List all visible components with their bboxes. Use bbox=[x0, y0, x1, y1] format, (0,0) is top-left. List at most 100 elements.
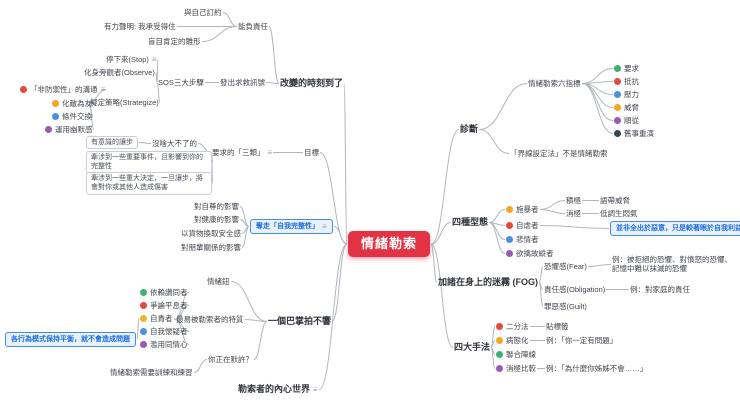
node-blackmail-needs-training[interactable]: 情緒勒索需要訓練和練習 bbox=[110, 368, 193, 377]
node-obligation[interactable]: 責任感(Obligation) bbox=[544, 285, 605, 294]
node-label: 罪惡感(Guilt) bbox=[544, 302, 587, 311]
node-label: 舊事重演 bbox=[624, 129, 654, 138]
node-six-indicators[interactable]: 情緒勒索六指標 bbox=[528, 79, 581, 88]
node-pathologizing-example[interactable]: 例：「你一定有問題」 bbox=[546, 336, 617, 345]
node-impact-peer-relations[interactable]: 對朋輩關係的影響 bbox=[181, 243, 241, 252]
node-sos-steps[interactable]: SOS三大步驟 bbox=[158, 78, 204, 87]
node-pressure[interactable]: 壓力 bbox=[614, 90, 639, 99]
node-demand[interactable]: 要求 bbox=[614, 64, 639, 73]
node-label: 條件交換 bbox=[62, 112, 92, 121]
node-label: 例：「為什麼你姊姊不會……」 bbox=[546, 364, 648, 373]
node-label: 自責者 bbox=[150, 314, 173, 323]
node-goal[interactable]: 目標 bbox=[304, 148, 319, 157]
node-approval-dependent[interactable]: 依賴讚同者 bbox=[140, 288, 188, 297]
node-power-statement[interactable]: 有力聲明: 我承受得住 bbox=[104, 22, 176, 31]
node-repetition[interactable]: 舊事重演 bbox=[614, 129, 654, 138]
priority-dot-icon bbox=[496, 323, 503, 331]
node-label: 恐懼感(Fear) bbox=[544, 262, 587, 271]
priority-dot-icon bbox=[20, 86, 27, 94]
node-label: 二分法 bbox=[506, 322, 529, 331]
node-take-responsibility[interactable]: 能負責任 bbox=[238, 22, 268, 31]
node-label: 情緒鈕 bbox=[207, 277, 230, 286]
node-label: 要求 bbox=[624, 64, 639, 73]
node-silent-sulking[interactable]: 低調生悶氣 bbox=[600, 209, 638, 218]
node-self-contract[interactable]: 與自己訂約 bbox=[184, 8, 222, 17]
node-three-demand-types[interactable]: 要求的「三類」≡ bbox=[212, 148, 272, 157]
node-trade-for-safety[interactable]: 以貨物換取安全感 bbox=[181, 229, 241, 238]
node-sos-signal[interactable]: 發出求救訊號 bbox=[220, 78, 265, 87]
node-label: 運用幽默感 bbox=[55, 125, 93, 134]
node-fear-examples[interactable]: 例：被拒絕的恐懼、對憤怒的恐懼、記憶中難以抹滅的恐懼 bbox=[612, 255, 734, 274]
node-obligation-example[interactable]: 例：對家庭的責任 bbox=[630, 285, 690, 294]
node-boundary-not-blackmail[interactable]: 「界線設定法」不是情緒勒索 bbox=[510, 149, 608, 158]
node-use-humor[interactable]: 運用幽默感 bbox=[45, 125, 93, 134]
node-no-big-deal[interactable]: 沒啥大不了的 bbox=[152, 139, 197, 148]
node-diagnosis[interactable]: 診斷 bbox=[460, 124, 478, 135]
node-self-doubter[interactable]: 自我懷疑者 bbox=[140, 327, 188, 336]
node-alliance[interactable]: 聯合陣線 bbox=[496, 350, 536, 359]
node-are-you-permitting[interactable]: 你正在默許？ bbox=[208, 355, 253, 364]
node-label: 牽涉到一些重大決定，一旦讓步，將會對你或其他人造成傷害 bbox=[91, 175, 203, 192]
node-fear[interactable]: 恐懼感(Fear) bbox=[544, 262, 587, 271]
node-fog[interactable]: 加諸在身上的迷霧 (FOG) bbox=[438, 277, 538, 288]
node-punisher[interactable]: 施暴者 bbox=[506, 205, 539, 214]
node-victim-traits[interactable]: 最易被勒索者的特質 bbox=[176, 315, 244, 324]
node-non-defensive-communication[interactable]: 「非防禦性」的溝通≡ bbox=[20, 85, 105, 94]
node-label: 自虐者 bbox=[516, 221, 539, 230]
node-passive[interactable]: 消極 bbox=[566, 209, 581, 218]
node-labeling[interactable]: 貼標籤 bbox=[546, 322, 569, 331]
node-stop[interactable]: 停下來(Stop)≡ bbox=[106, 55, 157, 64]
node-takes-two[interactable]: 一個巴掌拍不響 bbox=[268, 316, 331, 327]
priority-dot-icon bbox=[140, 302, 147, 310]
node-emotional-button[interactable]: 情緒鈕 bbox=[207, 277, 230, 286]
node-center[interactable]: 情緒勒索 bbox=[348, 231, 431, 258]
node-compliance[interactable]: 順從 bbox=[614, 116, 639, 125]
node-label: 有意識的讓步 bbox=[91, 139, 133, 146]
node-active[interactable]: 積極 bbox=[566, 196, 581, 205]
node-four-tactics[interactable]: 四大手法 bbox=[454, 342, 490, 353]
node-four-types[interactable]: 四種型態 bbox=[452, 217, 488, 228]
node-resistance[interactable]: 抵抗 bbox=[614, 77, 639, 86]
node-observe[interactable]: 化身旁觀者(Observe) bbox=[84, 68, 155, 77]
node-label: 你正在默許？ bbox=[208, 355, 253, 364]
node-label: 自我懷疑者 bbox=[150, 327, 188, 336]
priority-dot-icon bbox=[45, 126, 52, 134]
node-self-blamer[interactable]: 自責者 bbox=[140, 314, 173, 323]
node-balance-note[interactable]: 各行為模式保持平衡，就不會造成問題 bbox=[5, 332, 136, 348]
node-blackmailer-inner-world[interactable]: 勒索者的內心世界≡ bbox=[238, 384, 318, 395]
node-time-to-change[interactable]: 改變的時刻到了 bbox=[280, 78, 343, 89]
node-label: 情緒勒索六指標 bbox=[528, 79, 581, 88]
node-loss-of-integrity[interactable]: 奪走「自我完整性」≡ bbox=[250, 219, 333, 235]
priority-dot-icon bbox=[614, 130, 621, 138]
node-over-compassionate[interactable]: 濫用同情心 bbox=[140, 340, 188, 349]
node-verbal-threats[interactable]: 語帶威脅 bbox=[600, 196, 630, 205]
node-conscious-concession[interactable]: 有意識的讓步 bbox=[86, 136, 138, 150]
node-impact-self-esteem[interactable]: 對自尊的影響 bbox=[194, 202, 239, 211]
node-label: 威脅 bbox=[624, 103, 639, 112]
node-negative-comparison[interactable]: 消極比較 bbox=[496, 364, 536, 373]
node-turn-enemy-to-friend[interactable]: 化敵為友 bbox=[52, 99, 92, 108]
node-blind-affirmation[interactable]: 盲目肯定的雛形 bbox=[148, 37, 201, 46]
node-threat[interactable]: 威脅 bbox=[614, 103, 639, 112]
node-self-punisher[interactable]: 自虐者 bbox=[506, 221, 539, 230]
node-important-events[interactable]: 牽涉到一些重要事件，且影響到你的完整性 bbox=[86, 151, 212, 174]
node-sufferer[interactable]: 悲情者 bbox=[506, 235, 539, 244]
node-pathologizing[interactable]: 病態化 bbox=[496, 336, 529, 345]
node-strategize[interactable]: 擬定策略(Strategize) bbox=[90, 98, 159, 107]
node-label: 順從 bbox=[624, 116, 639, 125]
node-label: 並非全出於惡意，只是較著眼於自我利益 bbox=[616, 225, 740, 232]
notes-icon: ≡ bbox=[100, 84, 106, 94]
node-comparison-example[interactable]: 例：「為什麼你姊姊不會……」 bbox=[546, 364, 647, 373]
node-major-decisions[interactable]: 牽涉到一些重大決定，一旦讓步，將會對你或其他人造成傷害 bbox=[86, 172, 212, 195]
node-conflict-avoider[interactable]: 爭論平息者 bbox=[140, 301, 188, 310]
node-guilt[interactable]: 罪惡感(Guilt) bbox=[544, 302, 587, 311]
node-tantalizer[interactable]: 欲擒故縱者 bbox=[506, 249, 554, 258]
node-conditional-exchange[interactable]: 條件交換 bbox=[52, 112, 92, 121]
priority-dot-icon bbox=[496, 351, 503, 359]
node-label: 與自己訂約 bbox=[184, 8, 222, 17]
node-not-malicious-note[interactable]: 並非全出於惡意，只是較著眼於自我利益 bbox=[610, 221, 740, 237]
node-impact-health[interactable]: 對健康的影響 bbox=[194, 215, 239, 224]
node-label: SOS三大步驟 bbox=[158, 78, 204, 87]
node-dichotomy[interactable]: 二分法 bbox=[496, 322, 529, 331]
